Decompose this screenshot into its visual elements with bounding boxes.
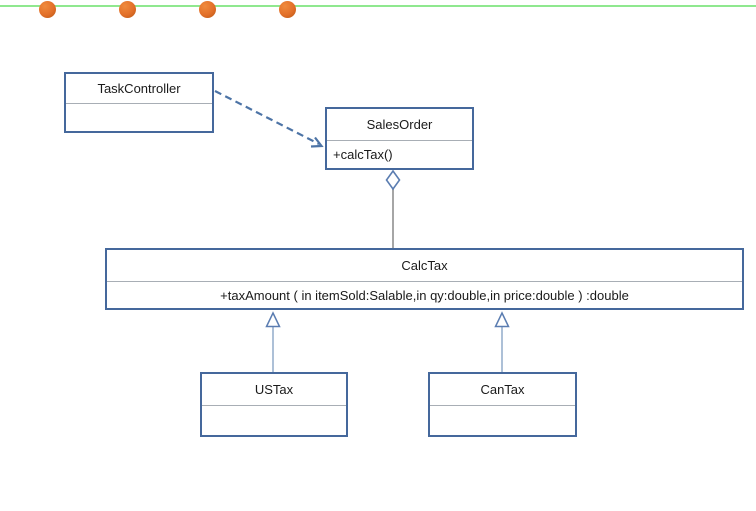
dependency-arrow-taskcontroller-salesorder bbox=[214, 90, 324, 148]
aggregation-salesorder-calctax bbox=[385, 169, 401, 248]
members-compartment bbox=[66, 104, 212, 131]
class-box-cantax: CanTax bbox=[428, 372, 577, 437]
aggregation-diamond bbox=[385, 169, 401, 191]
class-name: USTax bbox=[202, 374, 346, 406]
generalization-cantax-calctax bbox=[494, 311, 510, 372]
timeline-dot bbox=[279, 1, 296, 18]
generalization-triangle bbox=[265, 311, 281, 328]
class-name: TaskController bbox=[66, 74, 212, 104]
timeline-dot bbox=[199, 1, 216, 18]
class-name: CanTax bbox=[430, 374, 575, 406]
timeline-dot bbox=[39, 1, 56, 18]
members-compartment: +taxAmount ( in itemSold:Salable,in qy:d… bbox=[220, 287, 629, 303]
top-timeline-line bbox=[0, 5, 756, 7]
class-box-calctax: CalcTax +taxAmount ( in itemSold:Salable… bbox=[105, 248, 744, 310]
timeline-dot bbox=[119, 1, 136, 18]
members-compartment: +calcTax() bbox=[333, 147, 393, 162]
members-compartment bbox=[430, 406, 575, 435]
class-box-taskcontroller: TaskController bbox=[64, 72, 214, 133]
class-box-salesorder: SalesOrder +calcTax() bbox=[325, 107, 474, 170]
class-box-ustax: USTax bbox=[200, 372, 348, 437]
class-name: SalesOrder bbox=[327, 109, 472, 141]
generalization-triangle bbox=[494, 311, 510, 328]
generalization-ustax-calctax bbox=[265, 311, 281, 372]
class-name: CalcTax bbox=[107, 250, 742, 282]
members-compartment bbox=[202, 406, 346, 435]
